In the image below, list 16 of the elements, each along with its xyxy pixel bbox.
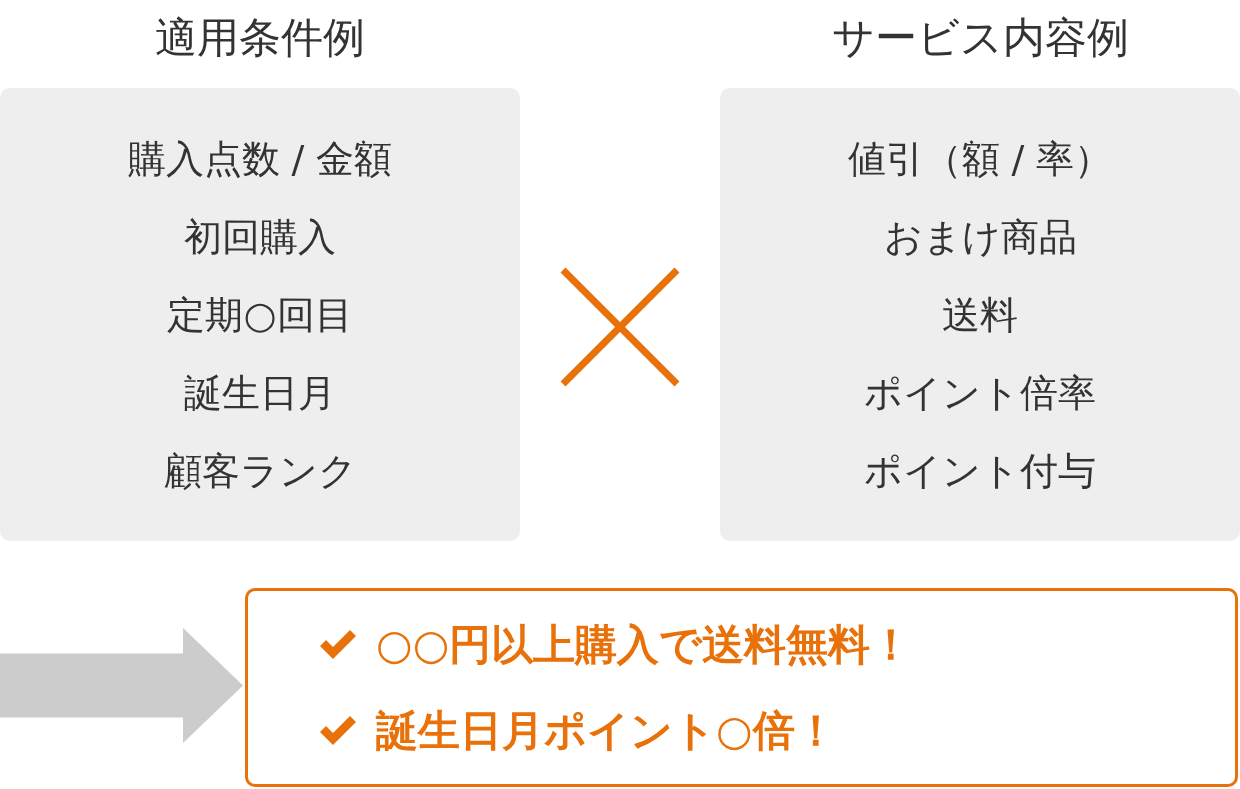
- list-item: 送料: [942, 291, 1018, 339]
- list-item: 顧客ランク: [163, 447, 357, 495]
- list-item: ポイント倍率: [864, 369, 1096, 417]
- list-item: おまけ商品: [883, 213, 1077, 261]
- result-text: ○○円以上購入で送料無料！: [376, 618, 913, 671]
- block-arrow: [0, 627, 243, 744]
- list-item: ポイント付与: [864, 447, 1096, 495]
- result-text: 誕生日月ポイント○倍！: [376, 704, 837, 757]
- list-item: 値引（額 / 率）: [847, 135, 1113, 183]
- list-item: 誕生日月: [184, 369, 336, 417]
- section-heading: 適用条件例: [154, 12, 366, 64]
- result-box: [245, 588, 1238, 787]
- list-item: 定期○回目: [167, 291, 353, 339]
- list-item: 購入点数 / 金額: [127, 135, 393, 183]
- list-item: 初回購入: [184, 213, 336, 261]
- section-heading: サービス内容例: [830, 12, 1130, 64]
